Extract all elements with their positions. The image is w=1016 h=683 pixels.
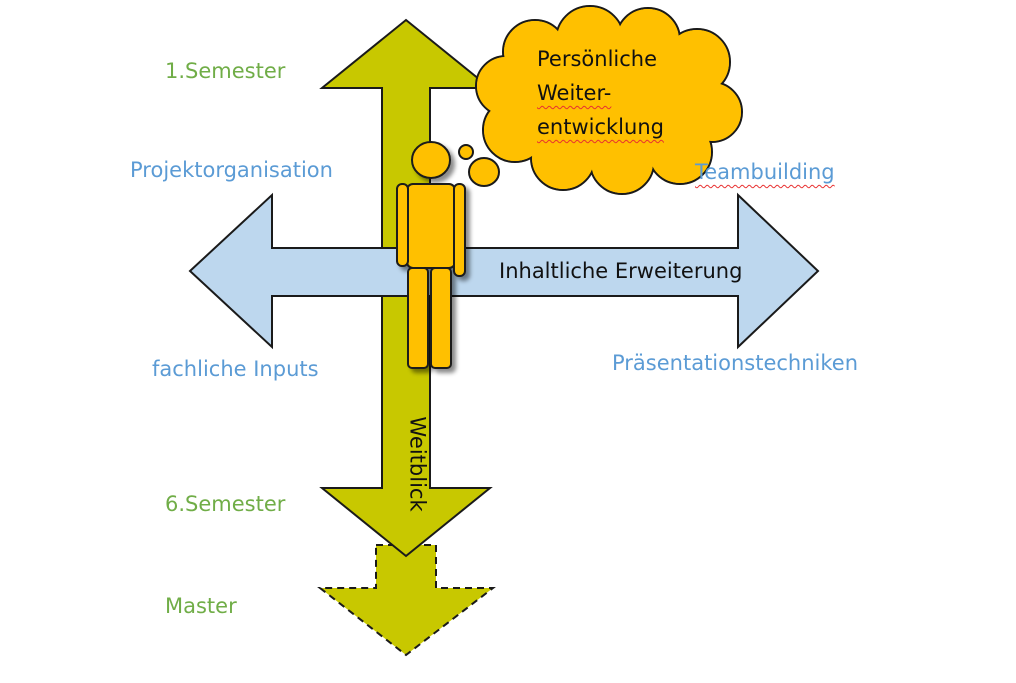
label-teambuilding: Teambuilding (695, 160, 835, 184)
label-fachliche-inputs: fachliche Inputs (152, 357, 319, 381)
label-weitblick: Weitblick (405, 416, 430, 512)
label-sixth-semester: 6.Semester (165, 492, 286, 516)
horizontal-double-arrow (188, 192, 820, 350)
label-first-semester: 1.Semester (165, 59, 286, 83)
thought-line-2: Weiter- (537, 81, 612, 105)
thought-cloud-fill (477, 7, 741, 193)
master-extension-arrow (317, 544, 496, 657)
label-projektorganisation: Projektorganisation (130, 158, 333, 182)
label-praesentationstechniken: Präsentationstechniken (612, 351, 859, 375)
thought-line-3: entwicklung (537, 115, 664, 139)
label-master: Master (165, 594, 237, 618)
person-figure-icon (396, 141, 466, 369)
label-inhaltliche-erweiterung: Inhaltliche Erweiterung (499, 259, 743, 283)
thought-bubble-text: Persönliche Weiter- entwicklung (537, 42, 664, 144)
thought-line-1: Persönliche (537, 47, 658, 71)
thought-trail-icon (458, 144, 500, 187)
